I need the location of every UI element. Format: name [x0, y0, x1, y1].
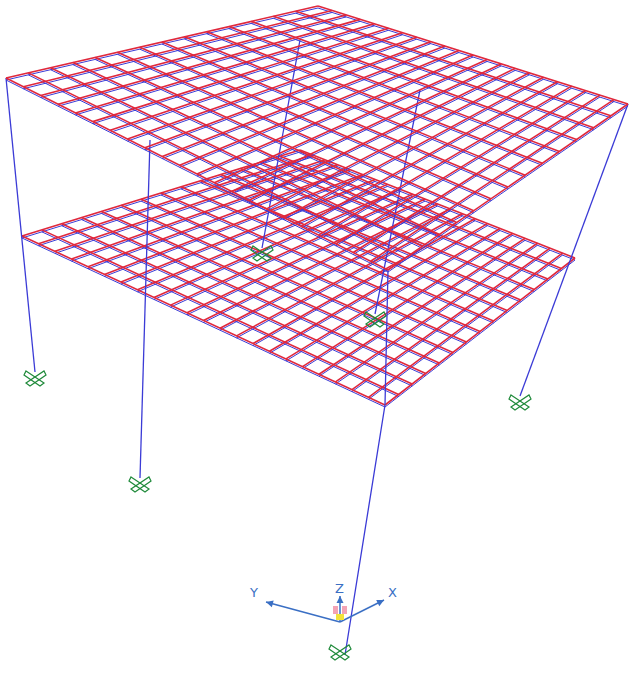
slab-grid-line	[369, 253, 563, 397]
fixed-support	[251, 246, 273, 261]
column-line	[6, 78, 35, 372]
upper-floor-grid	[6, 6, 628, 272]
slab-grid-line	[197, 55, 473, 174]
slab-grid-line	[141, 199, 466, 342]
slab-grid-line	[23, 10, 332, 86]
slab-grid-line	[352, 248, 550, 389]
fixed-support	[364, 312, 386, 327]
slab-grid-line	[180, 51, 459, 166]
arrow-head	[266, 600, 274, 607]
axis-marker	[333, 606, 338, 614]
fixed-support	[24, 371, 46, 386]
arrow-head	[376, 600, 384, 606]
slab-grid-line	[336, 91, 586, 244]
slab-grid-line	[93, 28, 389, 121]
slab-grid-line	[214, 59, 487, 182]
column-line	[140, 140, 150, 478]
axis-marker	[342, 606, 347, 614]
axis-marker	[336, 614, 344, 620]
slab-grid-line	[303, 233, 513, 366]
axis-label: Y	[250, 586, 258, 599]
beam-line	[117, 54, 473, 212]
slab-grid-line	[41, 15, 346, 96]
axis-arrow	[340, 600, 384, 622]
column-line	[520, 104, 628, 396]
fixed-support	[509, 395, 531, 410]
slab-grid-line	[371, 100, 614, 262]
axis-label: Z	[335, 582, 344, 595]
slab-grid-line	[353, 95, 600, 252]
slab-grid-line	[385, 258, 575, 405]
slab-grid-line	[110, 33, 402, 131]
arrow-head	[337, 596, 344, 603]
columns	[6, 40, 628, 655]
slab-grid-line	[319, 238, 525, 374]
slab-grid-line	[319, 86, 572, 235]
fixed-support	[329, 645, 351, 660]
slab-grid-line	[184, 37, 525, 175]
axis-triad	[266, 596, 384, 660]
slab-grid-line	[117, 52, 473, 210]
slab-grid-line	[388, 104, 628, 270]
slab-grid-line	[336, 243, 538, 382]
supports	[24, 246, 531, 492]
slab-grid-line	[6, 6, 318, 78]
axis-label: X	[388, 586, 397, 599]
fixed-support	[129, 477, 151, 492]
slab-grid-line	[105, 175, 363, 275]
axis-arrow	[266, 602, 340, 622]
slab-grid-line	[270, 224, 488, 352]
column-line	[345, 270, 388, 655]
slab-grid-line	[162, 46, 445, 156]
